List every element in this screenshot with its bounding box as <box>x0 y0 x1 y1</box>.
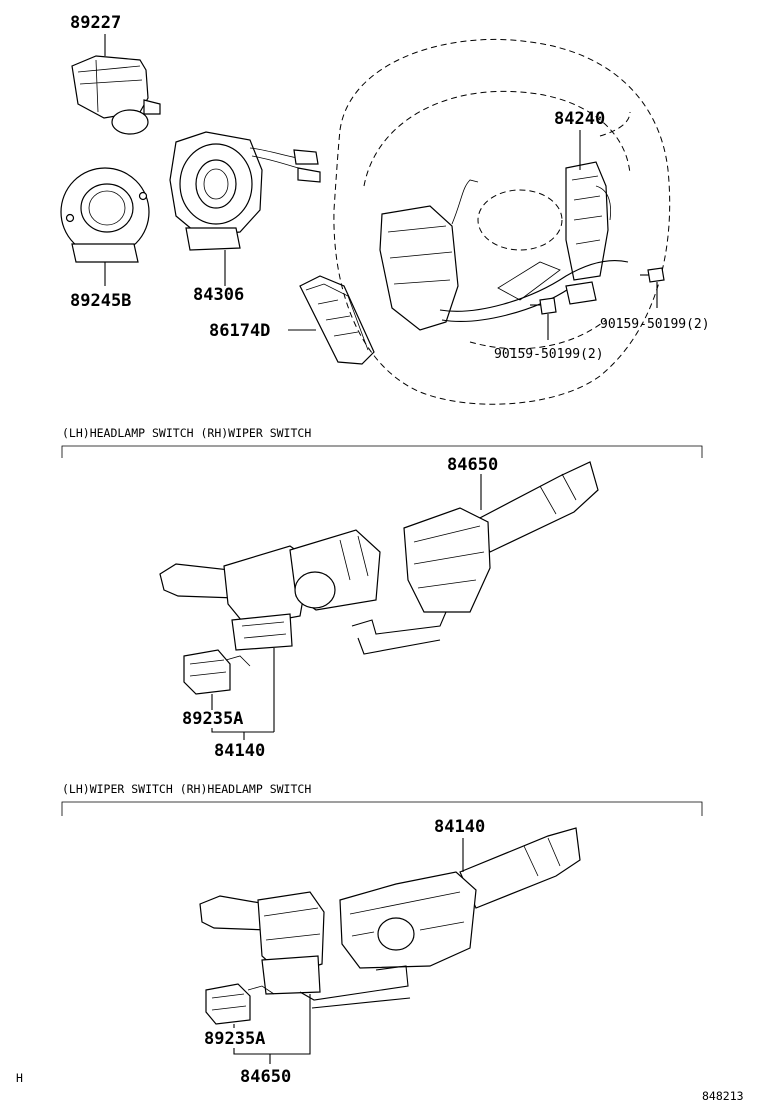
part-number-84650-bottom: 84650 <box>240 1067 291 1087</box>
part-89235a-bottom-drawing <box>205 983 275 1028</box>
part-number-89235a-bottom: 89235A <box>204 1029 265 1049</box>
part-84240-drawing <box>565 130 612 281</box>
part-84140-top-drawing <box>159 529 381 732</box>
part-89235a-top-drawing <box>183 649 251 710</box>
part-89245b-drawing <box>60 167 150 286</box>
section-label-bottom: (LH)WIPER SWITCH (RH)HEADLAMP SWITCH <box>62 782 311 796</box>
part-number-84140-top: 84140 <box>214 741 265 761</box>
bolt-right-drawing <box>640 267 665 308</box>
part-84650-top-drawing <box>351 461 599 655</box>
section-bracket-bottom <box>61 801 703 816</box>
drawing-id: 848213 <box>702 1089 744 1103</box>
part-number-90159-right: 90159-50199(2) <box>600 317 710 332</box>
corner-mark: H <box>16 1071 23 1085</box>
part-86174d-drawing <box>288 275 375 365</box>
part-number-84140-bottom: 84140 <box>434 817 485 837</box>
part-number-90159-left: 90159-50199(2) <box>494 347 604 362</box>
part-89227-drawing <box>71 34 161 135</box>
part-84650-bottom-drawing <box>199 891 411 1042</box>
part-number-84240: 84240 <box>554 109 605 129</box>
part-84140-bottom-drawing <box>339 827 581 969</box>
part-number-86174d: 86174D <box>209 321 270 341</box>
part-number-89235a-top: 89235A <box>182 709 243 729</box>
part-number-84306: 84306 <box>193 285 244 305</box>
section-bracket-top <box>61 445 703 458</box>
part-84306-drawing <box>169 131 321 286</box>
bolt-left-drawing <box>530 297 557 340</box>
steering-wheel-outline <box>333 39 671 405</box>
bracket-84650-bottom <box>233 1042 311 1055</box>
steering-wheel-mechanism <box>379 179 629 331</box>
part-number-89245b: 89245B <box>70 291 131 311</box>
bracket-84140-top <box>211 728 274 733</box>
section-label-top: (LH)HEADLAMP SWITCH (RH)WIPER SWITCH <box>62 426 311 440</box>
part-number-84650-top: 84650 <box>447 455 498 475</box>
part-number-89227: 89227 <box>70 13 121 33</box>
